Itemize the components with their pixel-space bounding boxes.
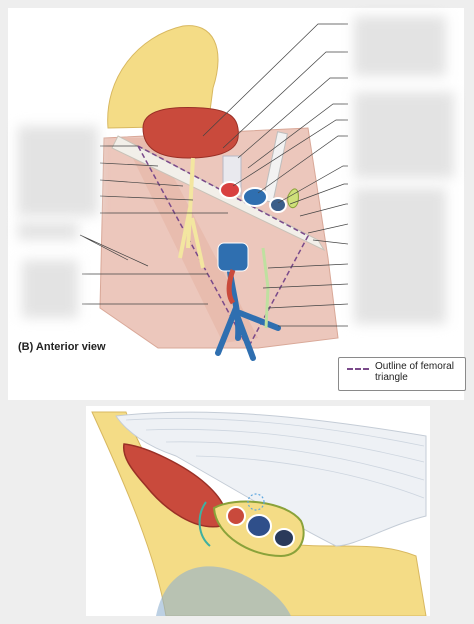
legend-line1: Outline of femoral bbox=[375, 361, 454, 372]
femoral-vein bbox=[215, 250, 281, 361]
femoral-artery bbox=[226, 269, 236, 305]
label-box-right-1 bbox=[354, 16, 446, 76]
label-box-left-2 bbox=[18, 222, 78, 240]
iliac-crest-bone bbox=[107, 25, 219, 129]
copyright-text bbox=[8, 388, 9, 392]
sartorius-muscle bbox=[123, 138, 258, 343]
femoral-vein-section bbox=[242, 187, 268, 207]
legend-box: Outline of femoral triangle bbox=[338, 357, 466, 391]
legend-dash-sample bbox=[347, 368, 369, 370]
obturator-structure bbox=[156, 566, 291, 616]
femoral-artery-section bbox=[219, 181, 241, 199]
label-box-left-3 bbox=[22, 260, 78, 318]
femoral-vein-section bbox=[246, 514, 272, 538]
cross-section-panel bbox=[86, 406, 430, 616]
legend-text: Outline of femoral triangle bbox=[375, 361, 465, 383]
label-leader-lines bbox=[202, 23, 349, 327]
saphenous-opening bbox=[217, 242, 249, 272]
label-box-left-1 bbox=[18, 126, 98, 216]
femoral-nerve bbox=[178, 157, 205, 269]
iliopectineal-arch bbox=[198, 501, 211, 547]
femoral-canal-section bbox=[273, 528, 295, 548]
anterior-thigh-illustration bbox=[79, 23, 349, 361]
anterior-view-panel: (B) Anterior view Outline of femoral tri… bbox=[8, 8, 466, 400]
lymph-node bbox=[287, 188, 299, 209]
left-leader-lines bbox=[79, 145, 228, 305]
femoral-ring-marker bbox=[247, 493, 265, 511]
label-box-right-2 bbox=[354, 92, 454, 178]
ligament-fiber-lines bbox=[125, 418, 425, 499]
femoral-artery-section bbox=[226, 506, 246, 526]
view-label: (B) Anterior view bbox=[18, 341, 106, 353]
femoral-canal bbox=[269, 197, 287, 213]
label-box-right-3 bbox=[354, 188, 446, 324]
femoral-sheath-cross-section bbox=[91, 411, 427, 616]
legend-line2: triangle bbox=[375, 372, 408, 383]
iliopsoas-muscle bbox=[142, 107, 239, 159]
